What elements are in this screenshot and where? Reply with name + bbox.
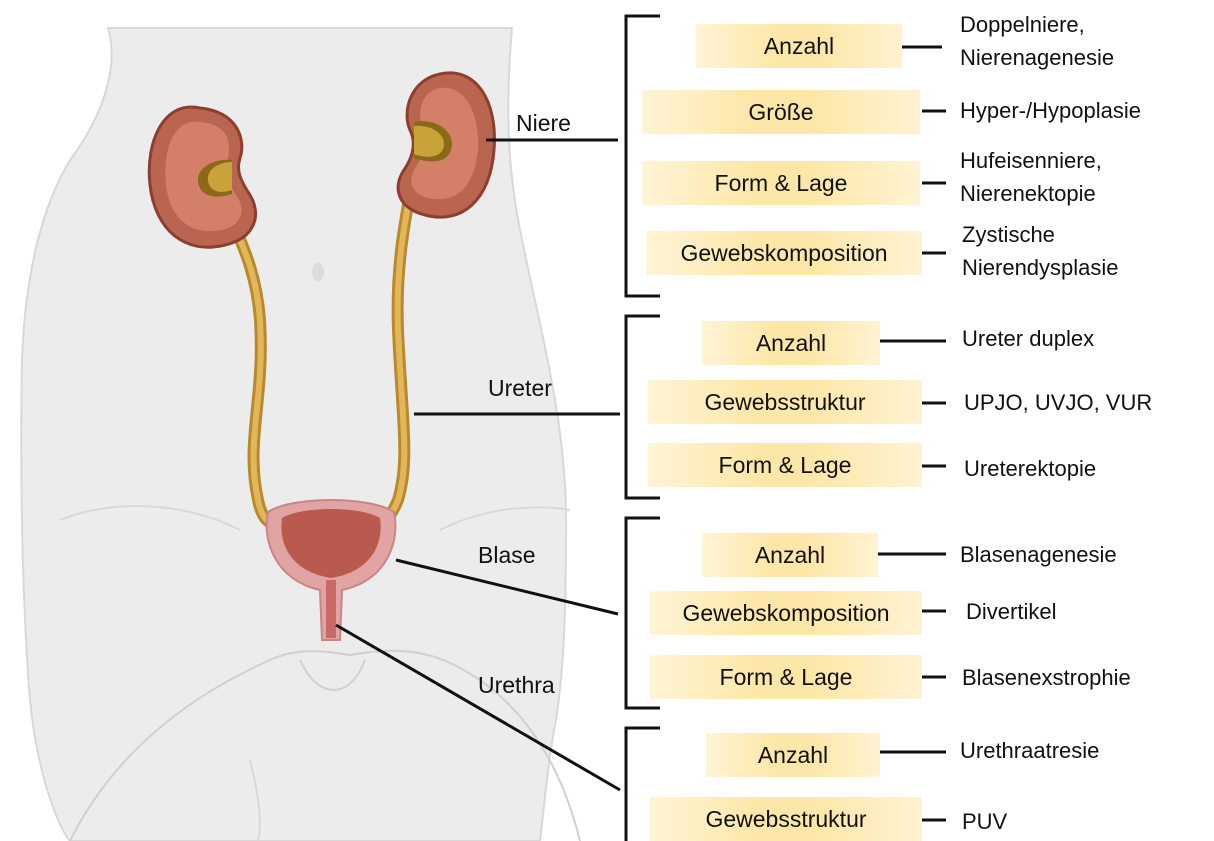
category-box: Form & Lage (642, 161, 920, 205)
finding-text: PUV (962, 805, 1007, 838)
category-box: Größe (642, 90, 920, 134)
brackets (626, 16, 660, 841)
category-box: Anzahl (706, 733, 880, 777)
finding-text: Hyper-/Hypoplasie (960, 94, 1141, 127)
finding-text: Ureter duplex (962, 322, 1094, 355)
category-box: Gewebskomposition (650, 591, 922, 635)
finding-text: Divertikel (966, 595, 1056, 628)
right-kidney (398, 73, 494, 217)
finding-text: Urethraatresie (960, 734, 1099, 767)
finding-text: UPJO, UVJO, VUR (964, 386, 1152, 419)
organ-label-niere: Niere (516, 110, 571, 136)
category-box: Gewebskomposition (646, 231, 922, 275)
category-box: Form & Lage (648, 443, 922, 487)
organ-label-urethra: Urethra (478, 672, 555, 698)
category-box: Anzahl (702, 533, 878, 577)
organ-label-blase: Blase (478, 542, 536, 568)
finding-text: Ureterektopie (964, 452, 1096, 485)
finding-text: Hufeisenniere,Nierenektopie (960, 144, 1102, 210)
finding-text: Blasenagenesie (960, 538, 1117, 571)
category-box: Form & Lage (650, 655, 922, 699)
organ-label-ureter: Ureter (488, 375, 552, 401)
finding-text: Blasenexstrophie (962, 661, 1131, 694)
category-box: Anzahl (702, 321, 880, 365)
category-box: Gewebsstruktur (648, 380, 922, 424)
category-box: Anzahl (696, 24, 902, 68)
category-box: Gewebsstruktur (650, 797, 922, 841)
finding-text: Doppelniere,Nierenagenesie (960, 8, 1114, 74)
